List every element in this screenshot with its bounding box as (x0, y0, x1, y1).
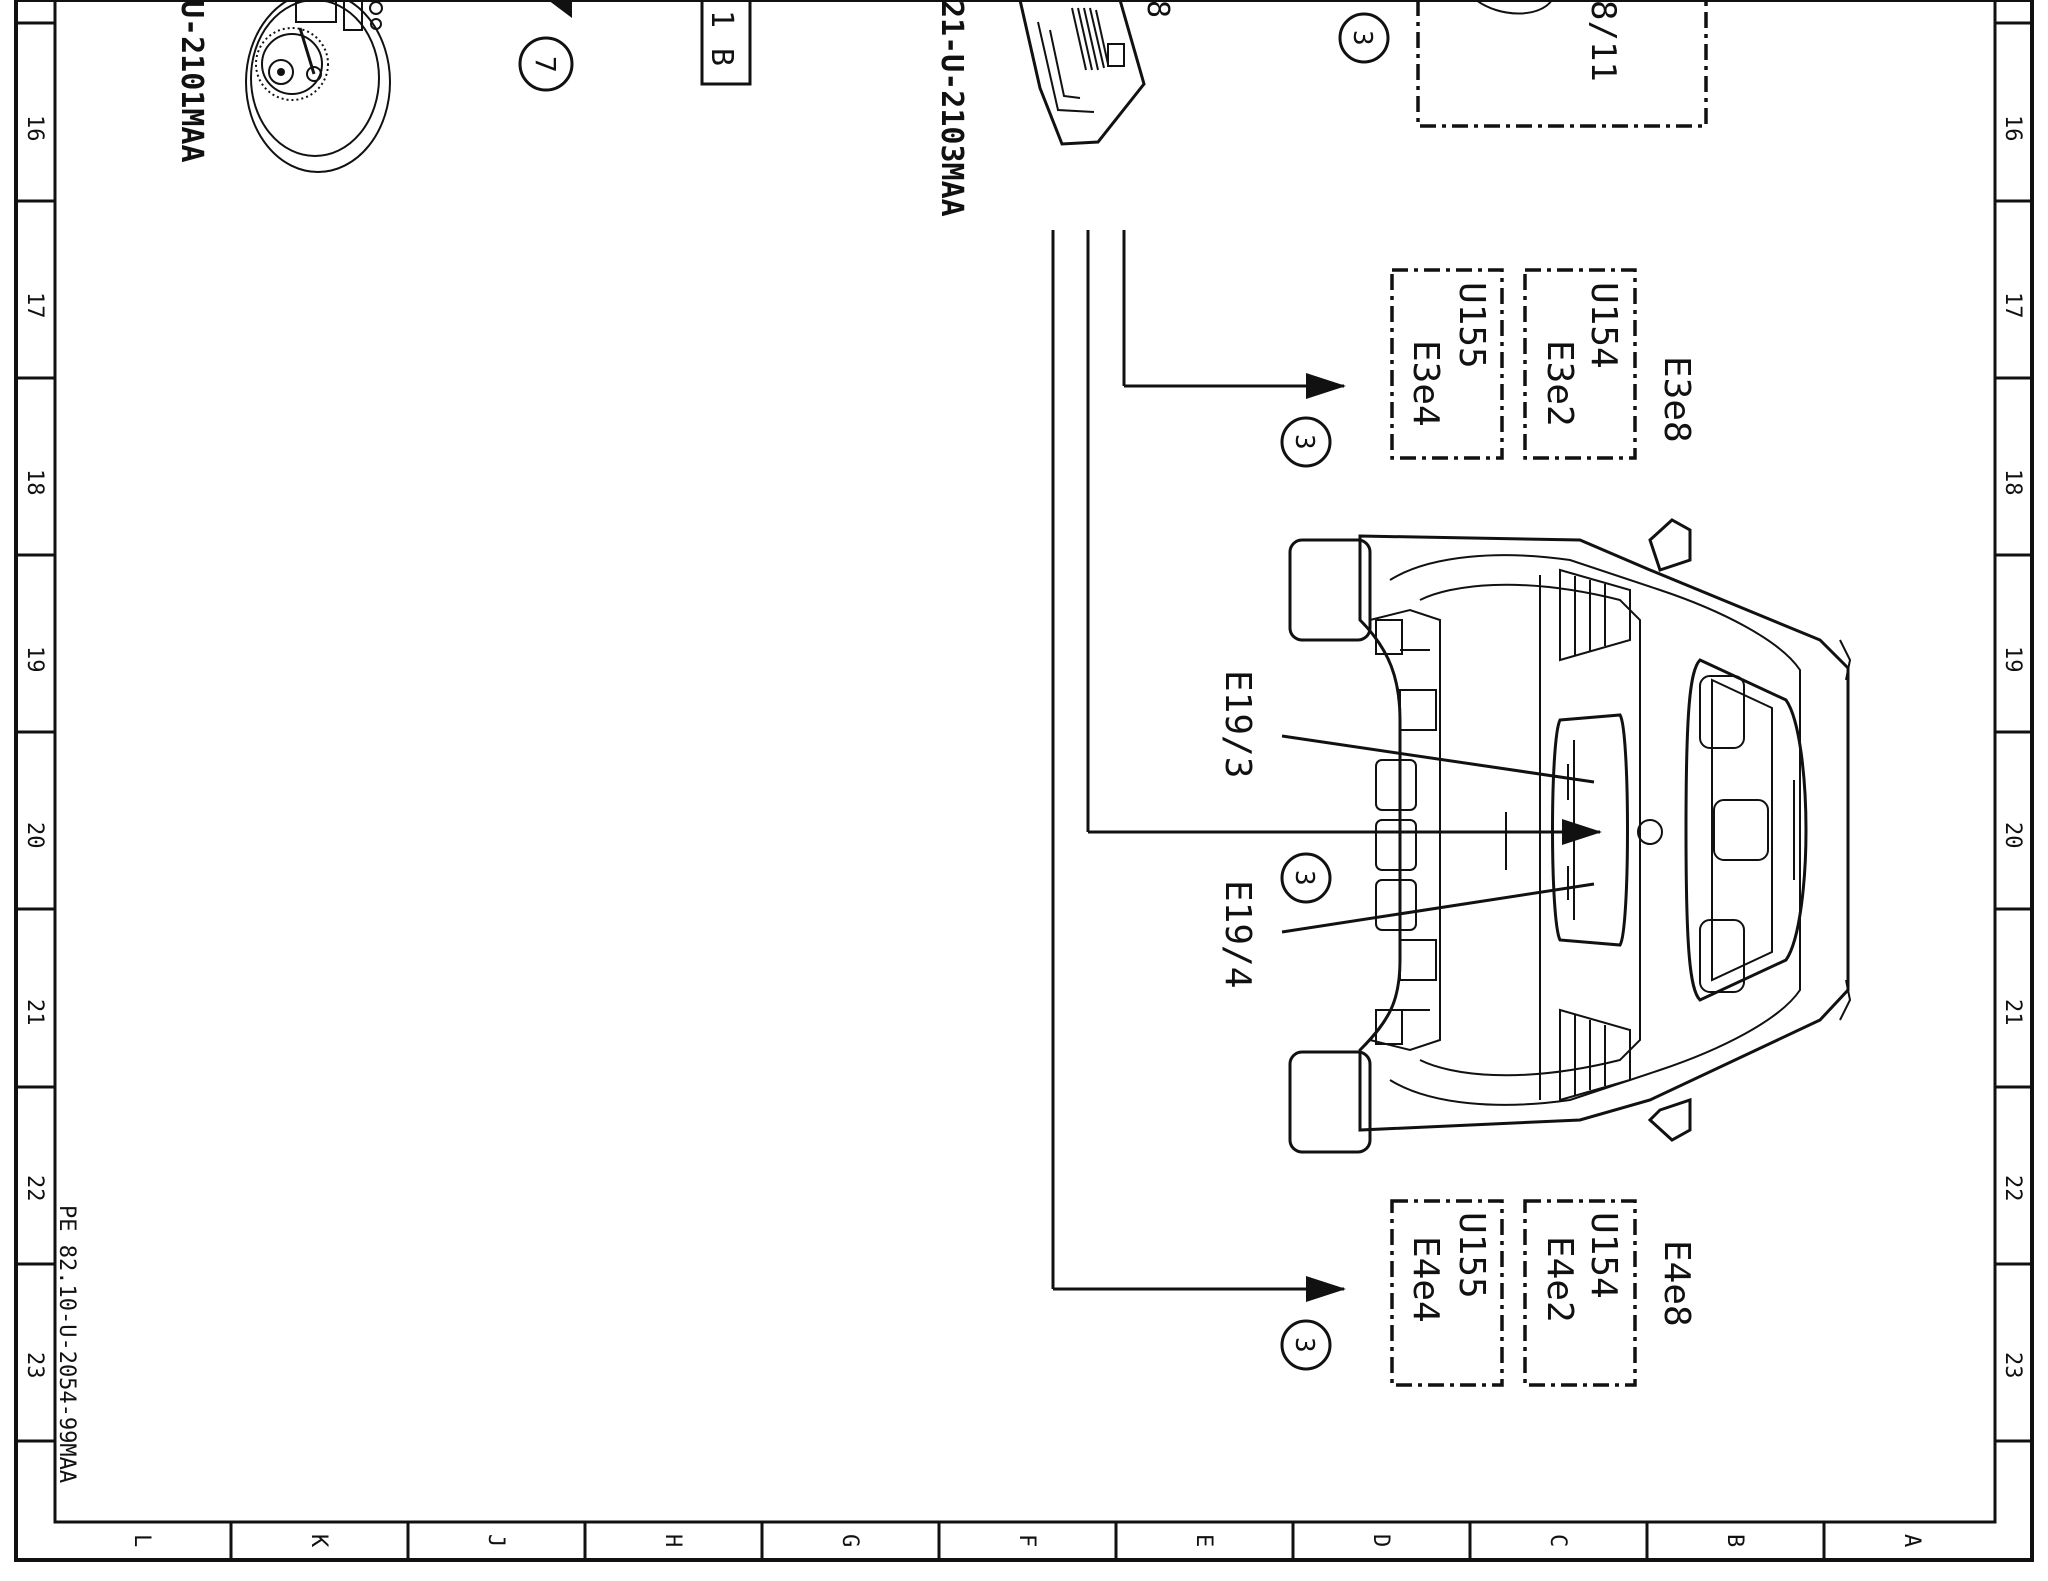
group-label-top: E3e8 (1656, 356, 1697, 443)
part-ref-cluster: U-2101MAA (174, 0, 209, 163)
fuse-box-u154-top (1523, 268, 1637, 460)
box-bottom-col1-a: U154 (1583, 1212, 1624, 1299)
col-label: B (1722, 1534, 1747, 1547)
row-labels-left: 16 17 18 19 20 21 22 23 (22, 115, 47, 1379)
fuse-box-u155-bottom (1390, 1199, 1504, 1387)
col-label: L (129, 1534, 154, 1547)
row-label: 17 (2000, 292, 2025, 319)
component-leaders (1281, 734, 1595, 934)
row-label: 23 (22, 1352, 47, 1379)
vehicle-rear-illustration (1288, 518, 1852, 1154)
box-bottom-col2-b: E4e4 (1405, 1236, 1446, 1323)
row-label: 19 (2000, 646, 2025, 673)
section-b-prefix: 1 (704, 10, 739, 28)
row-label: 16 (2000, 115, 2025, 142)
col-label: G (837, 1534, 862, 1547)
row-label: 22 (22, 1175, 47, 1202)
part-ref-module-digit: 8 (1140, 0, 1175, 18)
leader-arrowhead (548, 0, 572, 18)
callout-circle (1280, 852, 1332, 904)
callout-3-b: 3 (1289, 870, 1319, 886)
col-label: A (1899, 1534, 1924, 1547)
row-label: 22 (2000, 1175, 2025, 1202)
drawing-frame (14, 0, 2034, 1562)
col-label: J (483, 1534, 508, 1547)
fuse-reference-box-top (1416, 0, 1708, 128)
row-label: 16 (22, 115, 47, 142)
col-label: H (660, 1534, 685, 1547)
row-label: 18 (2000, 469, 2025, 496)
box-bottom-col2-a: U155 (1451, 1212, 1492, 1299)
instrument-cluster-illustration (245, 0, 391, 173)
group-label-bottom: E4e8 (1656, 1240, 1697, 1327)
callout-3-top: 3 (1347, 30, 1377, 46)
row-label: 19 (22, 646, 47, 673)
fuse-box-u154-bottom (1523, 1199, 1637, 1387)
fuse-box-group-bottom (1390, 1199, 1637, 1387)
column-labels: L K J H G F E D C B A (129, 1534, 1924, 1548)
row-label: 23 (2000, 1352, 2025, 1379)
section-b-label: B (704, 48, 739, 66)
drawing-number: PE 82.10-U-2054-99MAA (54, 1205, 79, 1483)
row-label: 20 (22, 822, 47, 849)
row-label: 21 (22, 999, 47, 1026)
callout-3-c: 3 (1289, 1337, 1319, 1353)
row-label: 20 (2000, 822, 2025, 849)
col-label: D (1368, 1534, 1393, 1547)
component-label-e19-4: E19/4 (1217, 880, 1258, 988)
fuse-box-u155-top (1390, 268, 1504, 460)
row-labels-right: 16 17 18 19 20 21 22 23 (2000, 115, 2025, 1379)
col-label: K (306, 1534, 331, 1548)
section-b-box (700, 0, 752, 86)
row-label: 18 (22, 469, 47, 496)
part-ref-module: 21-U-2103MAA (934, 0, 969, 217)
box-bottom-col1-b: E4e2 (1539, 1236, 1580, 1323)
component-fragment (1475, 0, 1553, 15)
callout-circle (1338, 12, 1390, 64)
box-top-col1-b: E3e2 (1539, 340, 1580, 427)
box-top-col2-b: E3e4 (1405, 340, 1446, 427)
wire-harness (1051, 230, 1602, 1302)
callout-circle (1280, 1319, 1332, 1371)
row-label: 21 (2000, 999, 2025, 1026)
callout-circle (518, 36, 574, 92)
box-top-col2-a: U155 (1451, 282, 1492, 369)
control-module-illustration (1018, 0, 1146, 146)
col-label: E (1191, 1534, 1216, 1547)
fuse-reference-fragment: 8/11 (1583, 0, 1623, 82)
col-label: C (1545, 1534, 1570, 1547)
box-top-col1-a: U154 (1583, 282, 1624, 369)
callout-circle (1280, 416, 1332, 468)
col-label: F (1014, 1534, 1039, 1547)
callout-7: 7 (529, 56, 562, 73)
component-label-e19-3: E19/3 (1217, 670, 1258, 778)
row-label: 17 (22, 292, 47, 319)
callout-3-a: 3 (1289, 434, 1319, 450)
fuse-box-group-top (1390, 268, 1637, 460)
